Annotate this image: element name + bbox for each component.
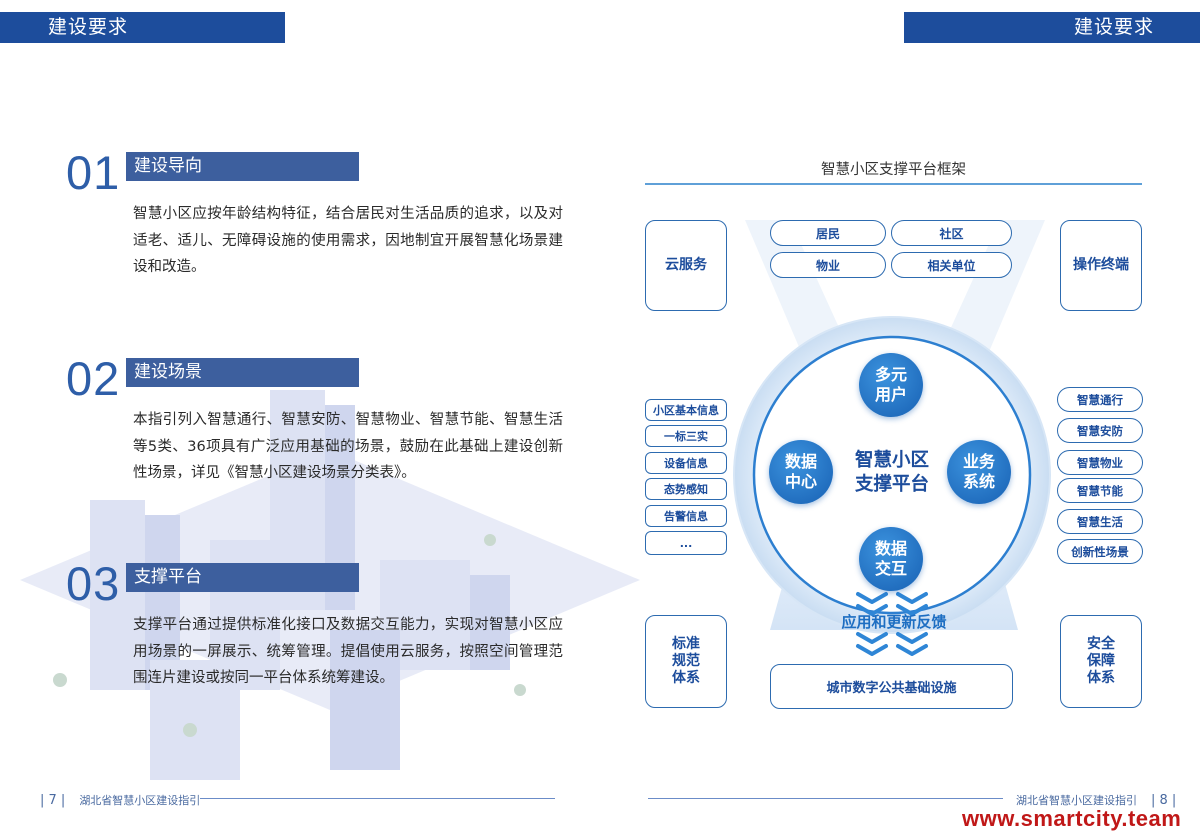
center-platform-label: 智慧小区 支撑平台 (854, 450, 929, 495)
left-tag-more: ... (645, 531, 727, 555)
section-title: 建设场景 (126, 358, 359, 387)
user-pill-related-units: 相关单位 (891, 252, 1012, 278)
left-tag: 态势感知 (645, 478, 727, 500)
left-tag: 小区基本信息 (645, 399, 727, 421)
footer-left-text: 湖北省智慧小区建设指引 (79, 794, 201, 807)
right-tag: 智慧生活 (1057, 509, 1143, 534)
footer-right: 湖北省智慧小区建设指引 | 8 | (1016, 792, 1176, 808)
brand-watermark: www.smartcity.team (962, 806, 1182, 831)
page-number-left: | 7 | (40, 793, 66, 808)
footer-right-text: 湖北省智慧小区建设指引 (1016, 794, 1137, 807)
diagram-title-rule (645, 183, 1142, 185)
section-text: 智慧小区应按年龄结构特征，结合居民对生活品质的追求，以及对适老、适儿、无障碍设施… (133, 206, 563, 275)
right-tag: 创新性场景 (1057, 539, 1143, 564)
infrastructure-box: 城市数字公共基础设施 (770, 664, 1013, 709)
security-box: 安全 保障 体系 (1060, 615, 1142, 708)
user-pill-property: 物业 (770, 252, 886, 278)
left-tag: 一标三实 (645, 425, 727, 447)
right-tag: 智慧安防 (1057, 418, 1143, 443)
right-tag: 智慧节能 (1057, 478, 1143, 503)
terminal-box: 操作终端 (1060, 220, 1142, 311)
node-data-center: 数据 中心 (769, 440, 833, 504)
section-text: 本指引列入智慧通行、智慧安防、智慧物业、智慧节能、智慧生活等5类、36项具有广泛… (133, 412, 563, 481)
feedback-label: 应用和更新反馈 (841, 613, 947, 631)
node-multi-users: 多元 用户 (859, 353, 923, 417)
standards-box: 标准 规范 体系 (645, 615, 727, 708)
page-number-right: | 8 | (1151, 793, 1177, 808)
user-pill-community: 社区 (891, 220, 1012, 246)
footer-left: | 7 | 湖北省智慧小区建设指引 (40, 792, 200, 808)
platform-ring (733, 220, 1051, 656)
user-pill-residents: 居民 (770, 220, 886, 246)
section-text: 支撑平台通过提供标准化接口及数据交互能力，实现对智慧小区应用场景的一屏展示、统筹… (133, 617, 563, 686)
section-title: 建设导向 (126, 152, 359, 181)
right-tag: 智慧通行 (1057, 387, 1143, 412)
left-tag: 设备信息 (645, 452, 727, 474)
footer-rule-right (648, 798, 1003, 799)
footer-rule-left (200, 798, 555, 799)
diagram-title: 智慧小区支撑平台框架 (821, 162, 966, 178)
header-left-title: 建设要求 (0, 12, 285, 43)
node-data-exchange: 数据 交互 (859, 527, 923, 591)
section-number: 02 (66, 352, 121, 405)
header-right-title: 建设要求 (904, 12, 1200, 43)
section-number: 03 (66, 557, 121, 610)
section-title: 支撑平台 (126, 563, 359, 592)
node-business-system: 业务 系统 (947, 440, 1011, 504)
left-tag: 告警信息 (645, 505, 727, 527)
cloud-service-box: 云服务 (645, 220, 727, 311)
section-number: 01 (66, 146, 121, 199)
right-tag: 智慧物业 (1057, 450, 1143, 475)
